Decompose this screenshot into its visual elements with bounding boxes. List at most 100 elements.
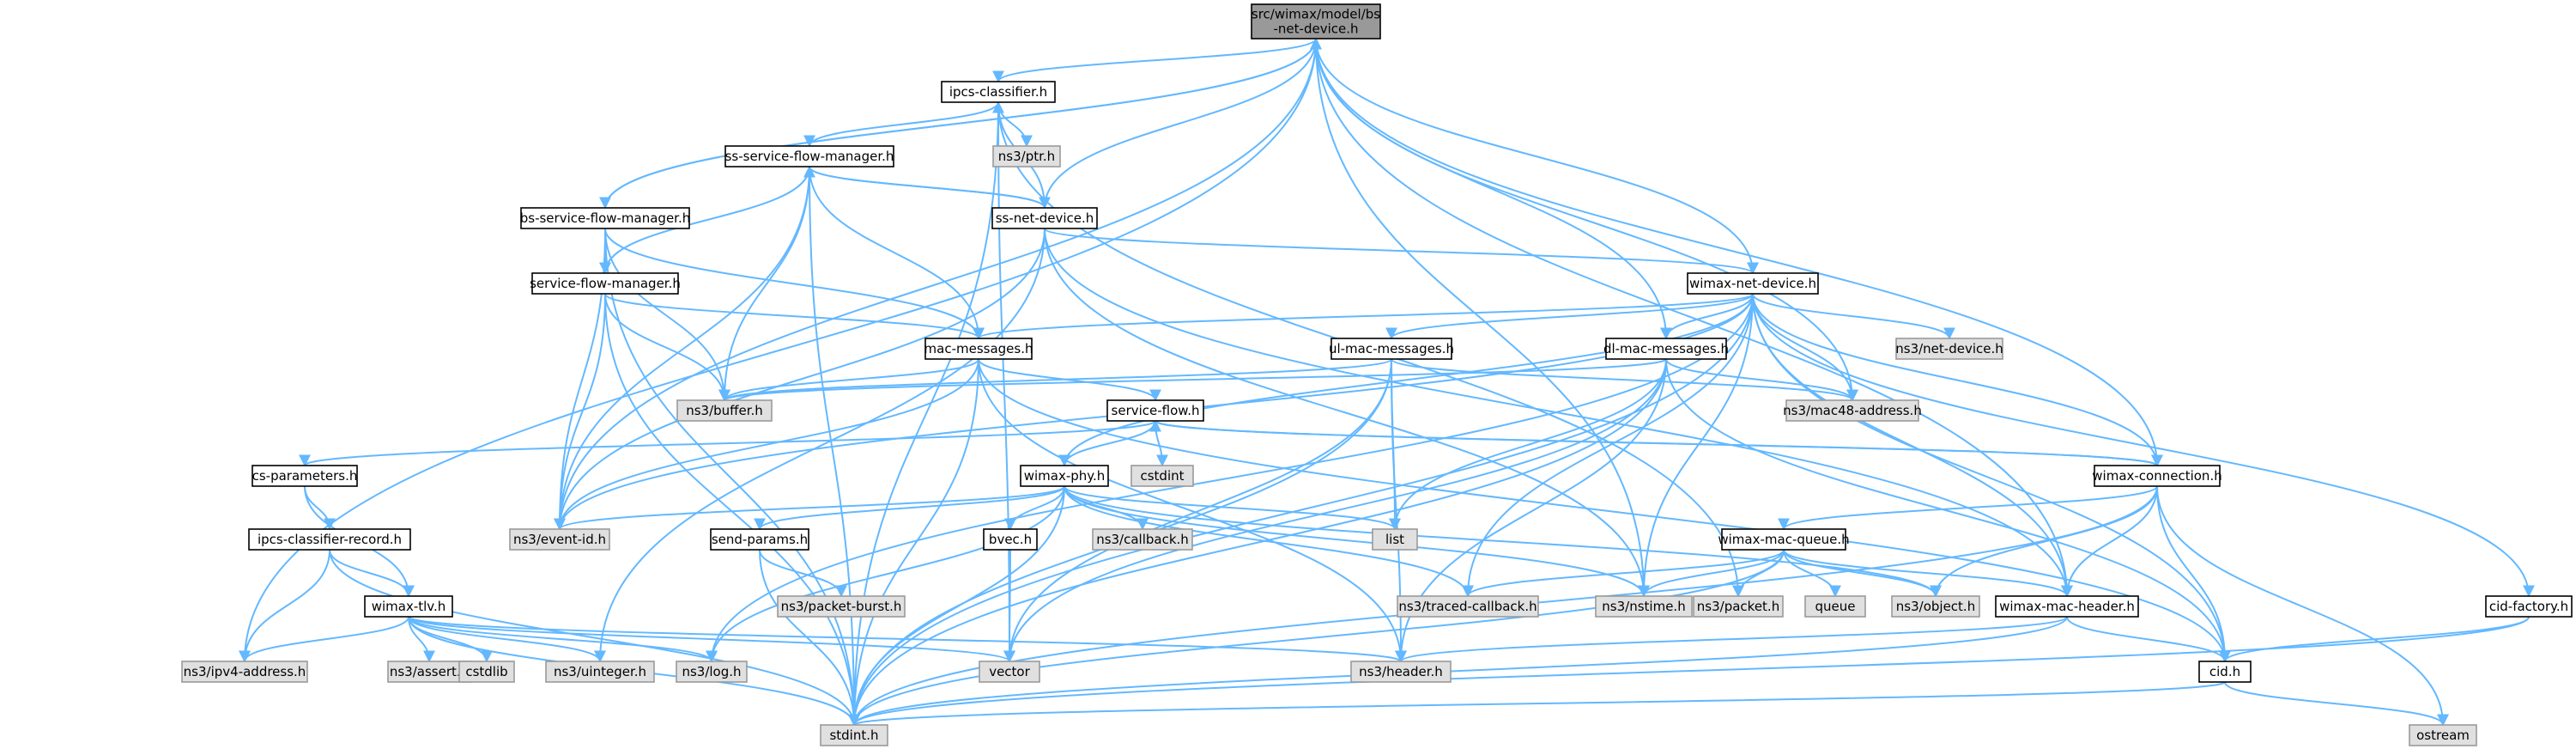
node-ostream: ostream xyxy=(2409,724,2477,746)
edge-wimax_phy-to-stdint xyxy=(848,485,1065,727)
edge-cid_factory-to-cid xyxy=(2219,616,2530,663)
node-ss_sfm[interactable]: ss-service-flow-manager.h xyxy=(724,145,894,167)
edge-bs_sfm-to-stdint xyxy=(604,228,860,727)
edge-mac_messages-to-cid xyxy=(978,358,2231,663)
node-box-event_id xyxy=(509,528,610,551)
nodes-layer: src/wimax/model/bs-net-device.hipcs-clas… xyxy=(181,3,2573,746)
node-box-header xyxy=(1350,661,1452,683)
edge-dl_mac_messages-to-mac48 xyxy=(1665,358,1858,402)
node-label-object: ns3/object.h xyxy=(1896,599,1975,614)
node-ul_mac_messages[interactable]: ul-mac-messages.h xyxy=(1329,338,1454,360)
node-box-cstdint xyxy=(1130,465,1194,487)
node-box-buffer xyxy=(676,399,773,422)
node-label-cid_factory: cid-factory.h xyxy=(2489,599,2568,614)
edge-wimax_mac_queue-to-wimax_mac_header xyxy=(1783,549,2073,598)
node-uinteger: ns3/uinteger.h xyxy=(545,661,655,683)
node-wimax_mac_queue[interactable]: wimax-mac-queue.h xyxy=(1718,528,1850,551)
node-box-ul_mac_messages xyxy=(1330,338,1452,360)
node-cs_parameters[interactable]: cs-parameters.h xyxy=(252,465,358,487)
node-box-cstdlib xyxy=(458,661,515,683)
node-label-ul_mac_messages: ul-mac-messages.h xyxy=(1329,341,1454,356)
edge-dl_mac_messages-to-list xyxy=(1389,358,1667,531)
node-cid[interactable]: cid.h xyxy=(2198,661,2252,683)
edge-wimax_net_device-to-cid xyxy=(1752,293,2231,663)
node-wimax_phy[interactable]: wimax-phy.h xyxy=(1020,465,1109,487)
node-dl_mac_messages[interactable]: dl-mac-messages.h xyxy=(1603,338,1729,360)
edge-mac_messages-to-stdint xyxy=(848,358,979,727)
node-box-cid xyxy=(2198,661,2252,683)
edge-ss_net_device-to-wimax_net_device xyxy=(1044,228,1759,275)
node-box-dl_mac_messages xyxy=(1605,338,1727,360)
node-box-vector xyxy=(979,661,1040,683)
node-label-bs_sfm: bs-service-flow-manager.h xyxy=(520,210,691,226)
node-wimax_net_device[interactable]: wimax-net-device.h xyxy=(1687,272,1819,295)
node-event_id: ns3/event-id.h xyxy=(509,528,610,551)
edges-layer xyxy=(239,37,2535,727)
node-box-cid_factory xyxy=(2485,595,2573,618)
node-label-bvec: bvec.h xyxy=(989,532,1032,547)
node-box-stdint xyxy=(820,724,888,746)
edge-wimax_connection-to-service_flow xyxy=(1149,419,2158,466)
node-sfm[interactable]: service-flow-manager.h xyxy=(530,272,681,295)
node-box-wimax_mac_header xyxy=(1995,595,2139,618)
node-send_params[interactable]: send-params.h xyxy=(710,528,809,551)
node-box-ss_sfm xyxy=(724,145,894,167)
edge-ss_sfm-to-sfm xyxy=(599,166,810,275)
node-wimax_tlv[interactable]: wimax-tlv.h xyxy=(364,595,453,618)
edge-ipcs_classifier_record-to-wimax_tlv xyxy=(329,549,415,598)
node-vector: vector xyxy=(979,661,1040,683)
edge-ss_sfm-to-stdint xyxy=(809,166,860,727)
node-box-ostream xyxy=(2409,724,2477,746)
edge-root-to-event_id xyxy=(554,38,1317,531)
node-label-assert: ns3/assert.h xyxy=(390,664,469,679)
edge-wimax_tlv-to-assert xyxy=(408,616,435,663)
edge-root-to-nstime xyxy=(1315,38,1650,598)
edge-send_params-to-packet_burst xyxy=(759,549,847,598)
node-wimax_connection[interactable]: wimax-connection.h xyxy=(2092,465,2222,487)
node-nstime: ns3/nstime.h xyxy=(1595,595,1693,618)
edge-root-to-ipcs_classifier xyxy=(992,38,1317,83)
node-ss_net_device[interactable]: ss-net-device.h xyxy=(991,207,1098,229)
edge-wimax_connection-to-ostream xyxy=(2156,485,2449,727)
node-ipcs_classifier[interactable]: ipcs-classifier.h xyxy=(941,81,1056,103)
edge-mac_messages-to-buffer xyxy=(718,358,979,402)
node-bs_sfm[interactable]: bs-service-flow-manager.h xyxy=(520,207,691,229)
edge-wimax_connection-to-wimax_mac_queue xyxy=(1778,485,2158,531)
node-label-cstdint: cstdint xyxy=(1140,468,1184,484)
node-label-ipcs_classifier_record: ipcs-classifier-record.h xyxy=(258,532,402,547)
edge-service_flow-to-cstdint xyxy=(1155,420,1168,467)
node-box-packet_burst xyxy=(777,595,906,618)
node-bvec[interactable]: bvec.h xyxy=(983,528,1038,551)
edge-wimax_net_device-to-log xyxy=(706,293,1754,663)
node-ns3_net_device: ns3/net-device.h xyxy=(1895,338,2003,360)
node-box-wimax_mac_queue xyxy=(1721,528,1846,551)
edge-wimax_tlv-to-uinteger xyxy=(408,616,606,663)
edge-service_flow-to-wimax_phy xyxy=(1058,420,1156,467)
node-service_flow[interactable]: service-flow.h xyxy=(1106,399,1204,422)
node-label-wimax_mac_queue: wimax-mac-queue.h xyxy=(1718,532,1849,547)
node-box-packet xyxy=(1693,595,1784,618)
node-cid_factory[interactable]: cid-factory.h xyxy=(2485,595,2573,618)
node-object: ns3/object.h xyxy=(1891,595,1980,618)
node-label-uinteger: ns3/uinteger.h xyxy=(554,664,646,679)
edge-root-to-wimax_net_device xyxy=(1315,38,1759,275)
node-mac_messages[interactable]: mac-messages.h xyxy=(924,338,1033,360)
edge-wimax_connection-to-cid xyxy=(2156,485,2231,663)
node-box-wimax_connection xyxy=(2094,465,2221,487)
node-wimax_mac_header[interactable]: wimax-mac-header.h xyxy=(1995,595,2139,618)
node-label-callback: ns3/callback.h xyxy=(1096,532,1189,547)
node-mac48: ns3/mac48-address.h xyxy=(1783,399,1922,422)
node-assert: ns3/assert.h xyxy=(387,661,471,683)
node-box-ipcs_classifier_record xyxy=(248,528,411,551)
node-ipcs_classifier_record[interactable]: ipcs-classifier-record.h xyxy=(248,528,411,551)
node-label-traced_callback: ns3/traced-callback.h xyxy=(1398,599,1537,614)
edge-ipcs_classifier_record-to-stdint xyxy=(329,549,860,727)
node-box-ptr xyxy=(992,145,1061,167)
node-label-wimax_mac_header: wimax-mac-header.h xyxy=(1999,599,2135,614)
edge-bvec-to-vector xyxy=(1003,549,1016,663)
node-label-ss_net_device: ss-net-device.h xyxy=(996,210,1094,226)
node-label-event_id: ns3/event-id.h xyxy=(513,532,606,547)
edge-ss_sfm-to-mac_messages xyxy=(809,166,985,340)
node-label-wimax_connection: wimax-connection.h xyxy=(2092,468,2221,484)
